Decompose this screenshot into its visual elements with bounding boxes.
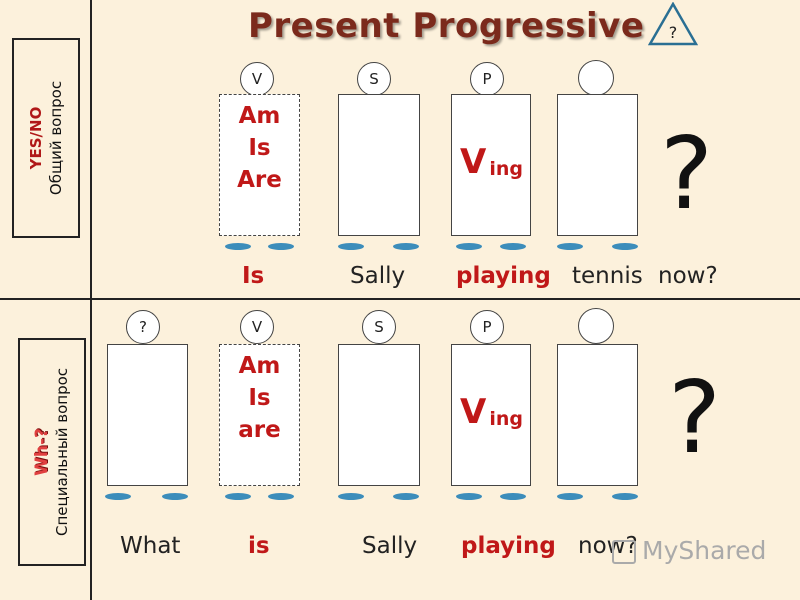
circle-question: ?	[126, 310, 160, 344]
sentence-word-sally: Sally	[362, 533, 418, 559]
foot	[162, 493, 188, 500]
sentence-word-now: now?	[578, 533, 638, 559]
foot	[268, 493, 294, 500]
watermark: MyShared	[612, 536, 766, 565]
aux-card	[219, 344, 300, 486]
foot	[612, 243, 638, 250]
circle-s: S	[362, 310, 396, 344]
title-badge: ?	[669, 23, 678, 42]
general-question-label: Общий вопрос	[47, 80, 65, 196]
wh-label: Wh-?	[32, 428, 52, 476]
aux-are: are	[238, 417, 281, 443]
verb-card	[451, 94, 531, 236]
special-question-label: Специальный вопрос	[53, 367, 71, 537]
subject-card	[338, 344, 420, 486]
aux-list: Am Is Are	[219, 100, 300, 196]
question-word-card	[107, 344, 188, 486]
aux-list: Am Is are	[219, 350, 300, 446]
subject-card	[338, 94, 420, 236]
sentence-word-tennis: tennis	[572, 263, 643, 289]
verb-card	[451, 344, 531, 486]
aux-card	[219, 94, 300, 236]
foot	[338, 243, 364, 250]
foot	[456, 243, 482, 250]
aux-am: Am	[238, 353, 281, 379]
foot	[612, 493, 638, 500]
big-question-mark: ?	[660, 115, 714, 232]
foot	[393, 243, 419, 250]
aux-is: Is	[248, 135, 271, 161]
foot	[105, 493, 131, 500]
circle-p: P	[470, 310, 504, 344]
circle-v: V	[240, 310, 274, 344]
page-title: Present Progressive	[248, 6, 645, 46]
circle-v: V	[240, 62, 274, 96]
sentence-word-is: Is	[242, 263, 265, 289]
circle-blank	[578, 60, 614, 96]
wh-label-box: Wh-? Специальный вопрос	[18, 338, 86, 566]
foot	[393, 493, 419, 500]
foot	[500, 493, 526, 500]
sentence-word-playing: playing	[456, 263, 551, 289]
foot	[338, 493, 364, 500]
aux-am: Am	[238, 103, 281, 129]
foot	[456, 493, 482, 500]
yes-no-label-box: YES/NO Общий вопрос	[12, 38, 80, 238]
foot	[225, 493, 251, 500]
circle-s: S	[357, 62, 391, 96]
horizontal-divider	[0, 298, 800, 300]
sentence-word-sally: Sally	[350, 263, 406, 289]
object-card	[557, 94, 638, 236]
yes-no-label: YES/NO	[27, 106, 45, 170]
foot	[225, 243, 251, 250]
circle-blank	[578, 308, 614, 344]
sentence-word-now: now?	[658, 263, 718, 289]
circle-p: P	[470, 62, 504, 96]
foot	[500, 243, 526, 250]
aux-is: Is	[248, 385, 271, 411]
vertical-divider	[90, 0, 92, 600]
big-question-mark: ?	[668, 359, 722, 476]
sentence-word-what: What	[120, 533, 181, 559]
aux-are: Are	[237, 167, 282, 193]
question-triangle-icon: ?	[648, 2, 698, 46]
foot	[557, 493, 583, 500]
foot	[557, 243, 583, 250]
sentence-word-playing: playing	[461, 533, 556, 559]
cart-icon	[612, 540, 636, 564]
foot	[268, 243, 294, 250]
sentence-word-is: is	[248, 533, 270, 559]
object-card	[557, 344, 638, 486]
